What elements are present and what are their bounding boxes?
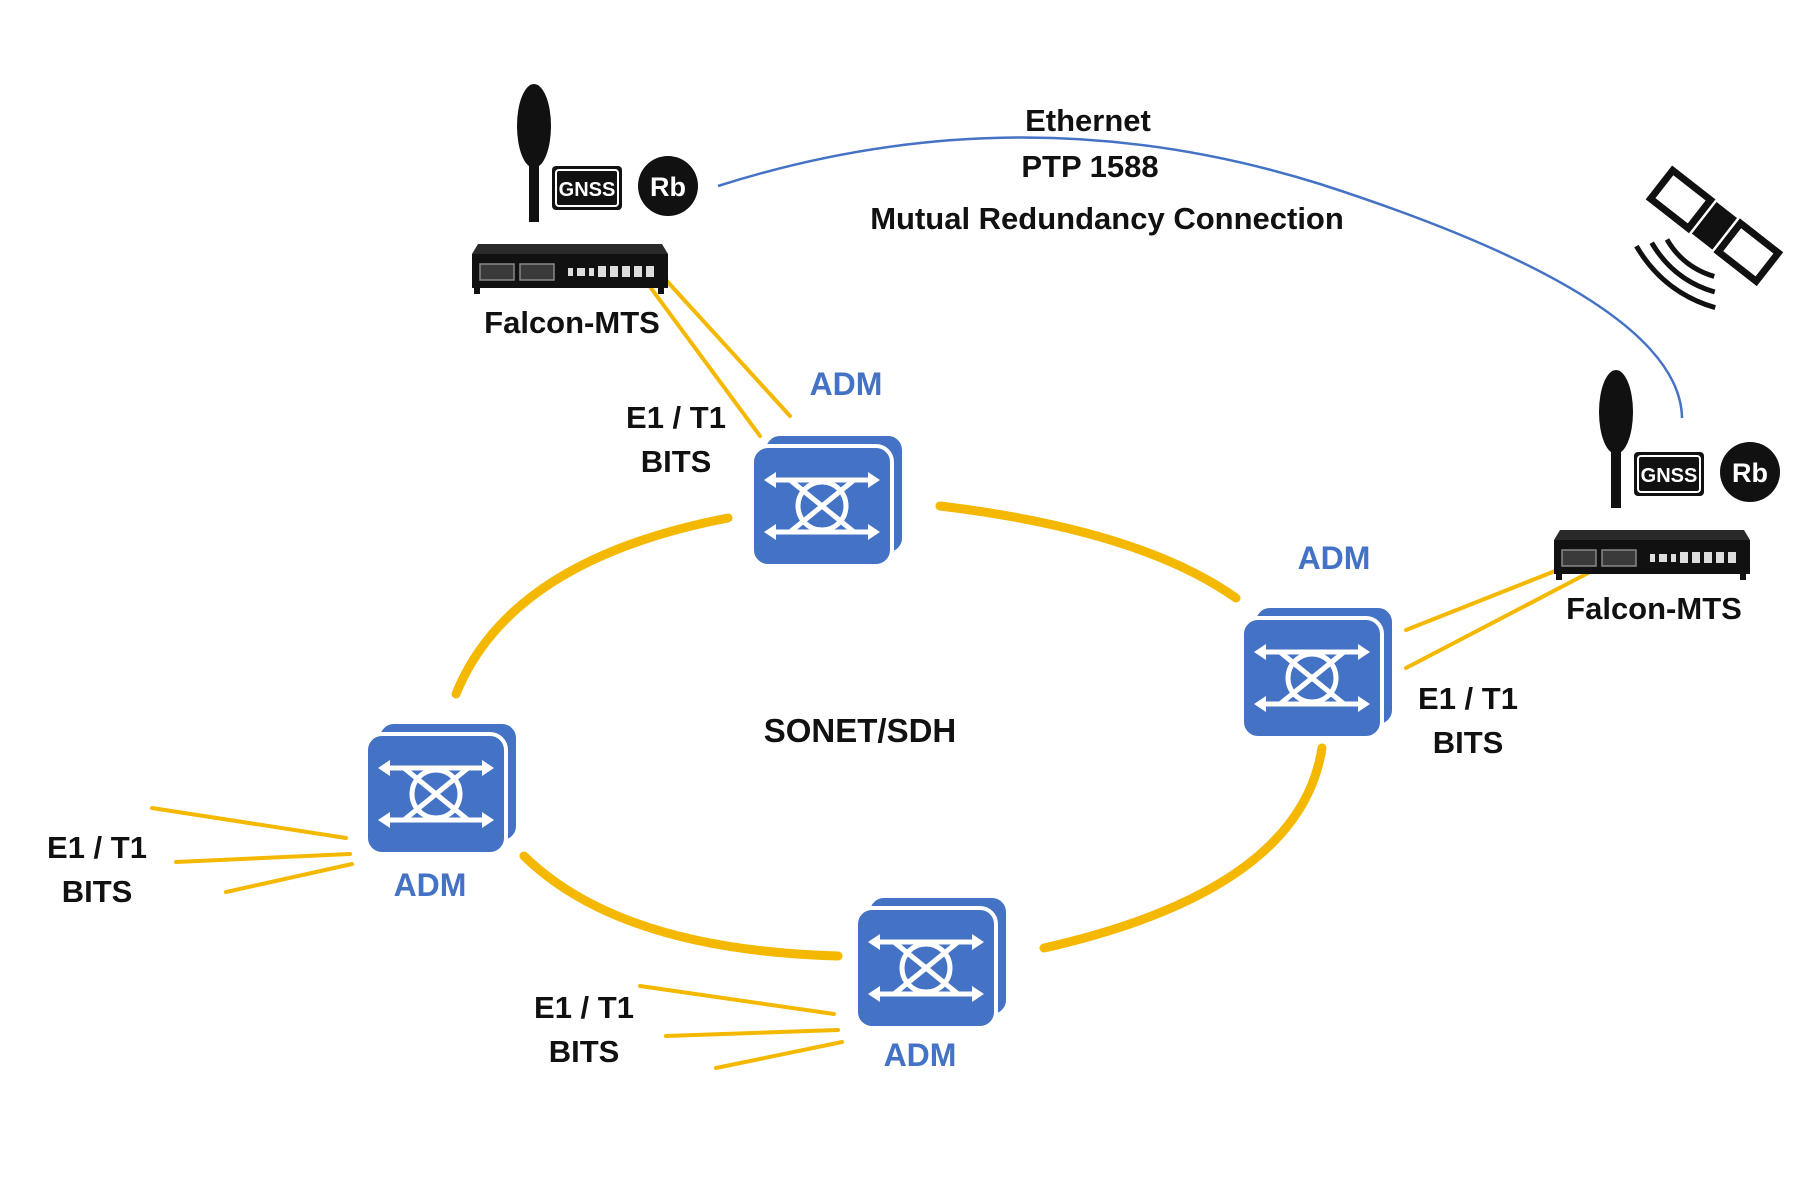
bits-label-right-line2: BITS: [1433, 725, 1504, 760]
rb-badge: Rb: [638, 156, 698, 216]
bits-label-bottom-line2: BITS: [549, 1034, 620, 1069]
adm-label-left: ADM: [394, 867, 467, 903]
bits-label-bottom-line1: E1 / T1: [534, 990, 634, 1025]
ring-segment-bottom-left: [519, 851, 843, 961]
satellite-icon: [1634, 165, 1784, 311]
adm-node-right: [1242, 606, 1394, 738]
adm-node-top: [752, 434, 904, 566]
bits-line-bottom-3: [714, 1040, 844, 1070]
svg-text:GNSS: GNSS: [559, 179, 616, 201]
falcon-mts-label-left: Falcon-MTS: [484, 305, 660, 340]
falcon-mts-label-right: Falcon-MTS: [1566, 591, 1742, 626]
bits-line-top-1: [653, 266, 792, 418]
bits-label-right-line1: E1 / T1: [1418, 681, 1518, 716]
bits-label-left-line1: E1 / T1: [47, 830, 147, 865]
redundancy-label: Mutual Redundancy Connection: [870, 201, 1344, 236]
bits-line-left-2: [174, 852, 352, 864]
adm-label-right: ADM: [1298, 540, 1371, 576]
bits-label-left-line2: BITS: [62, 874, 133, 909]
bits-line-bottom-2: [664, 1028, 840, 1038]
svg-text:GNSS: GNSS: [1641, 465, 1698, 487]
svg-text:Rb: Rb: [650, 172, 686, 202]
ring-segment-right-bottom: [1039, 743, 1327, 953]
network-center-label: SONET/SDH: [764, 712, 957, 749]
gnss-badge: GNSS: [1634, 452, 1704, 496]
svg-text:Rb: Rb: [1732, 458, 1768, 488]
adm-label-top: ADM: [810, 366, 883, 402]
ptp-label: PTP 1588: [1021, 149, 1158, 184]
bits-lines: [150, 266, 1592, 1070]
bits-line-right-2: [1404, 570, 1592, 670]
bits-line-left-3: [224, 862, 354, 894]
adm-label-bottom: ADM: [884, 1037, 957, 1073]
bits-label-top-line2: BITS: [641, 444, 712, 479]
ethernet-link-line: [717, 136, 1684, 419]
falcon-mts-device-left: GNSS Rb: [471, 83, 698, 295]
bits-label-top-line1: E1 / T1: [626, 400, 726, 435]
bits-line-bottom-1: [638, 984, 836, 1016]
sonet-ring: [451, 501, 1327, 961]
adm-node-left: [366, 722, 518, 854]
bits-line-left-1: [150, 806, 348, 840]
ethernet-label: Ethernet: [1025, 103, 1151, 138]
ring-segment-left-top: [451, 513, 733, 699]
adm-node-bottom: [856, 896, 1008, 1028]
rb-badge: Rb: [1720, 442, 1780, 502]
falcon-mts-device-right: GNSS Rb: [1553, 369, 1780, 581]
ring-segment-top-right: [935, 501, 1241, 603]
gnss-badge: GNSS: [552, 166, 622, 210]
bits-line-top-2: [643, 278, 762, 438]
